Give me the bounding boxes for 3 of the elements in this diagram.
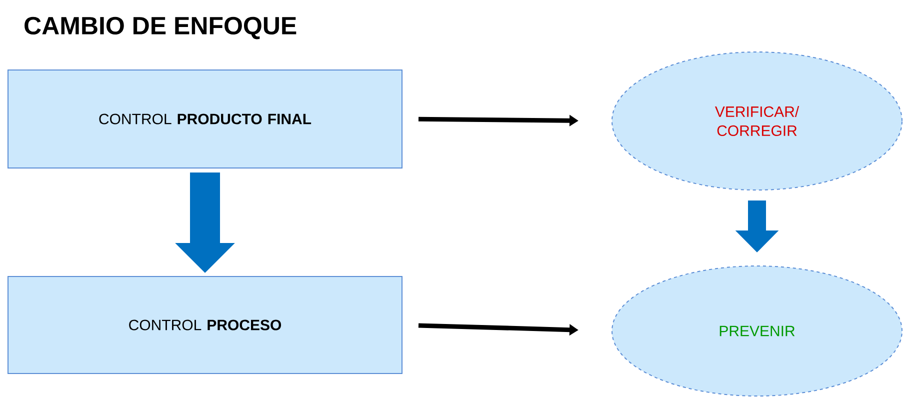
title: CAMBIO DE ENFOQUE [24, 16, 296, 40]
process-box: CONTROL PROCESO [8, 276, 402, 374]
process-box: CONTROL PRODUCTO FINAL [8, 70, 402, 168]
